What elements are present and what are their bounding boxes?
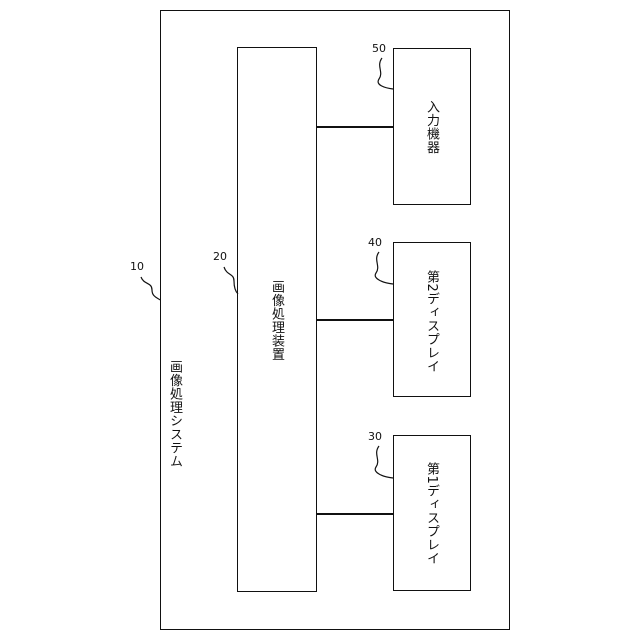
first-display-leader-line xyxy=(375,446,393,478)
input-device-leader-line xyxy=(378,58,393,89)
second-display-leader-line xyxy=(375,252,393,284)
system-leader-line xyxy=(141,277,160,300)
processor-leader-line xyxy=(224,267,238,294)
